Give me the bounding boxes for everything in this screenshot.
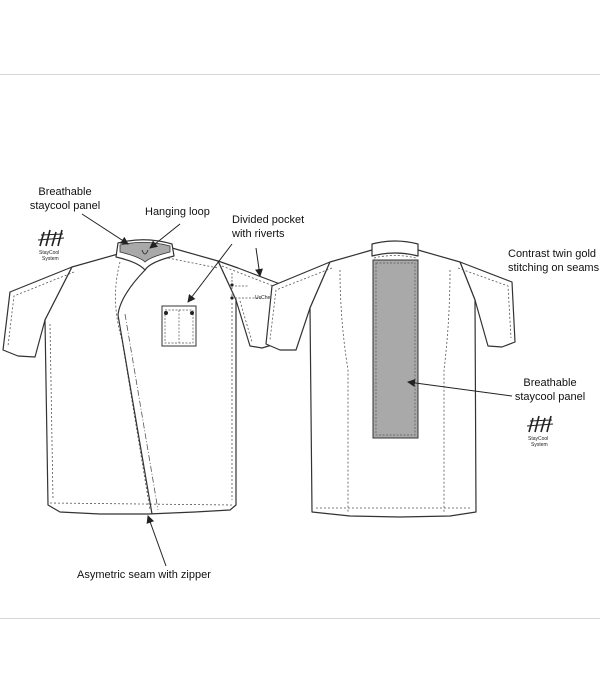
label-breathable-back: Breathable staycool panel [505, 376, 595, 404]
arrow-divided-pocket [187, 243, 233, 303]
label-contrast-line2: stitching on seams [508, 262, 600, 274]
label-asymetric-seam: Asymetric seam with zipper [77, 569, 211, 581]
logo-back-line1: StayCool [528, 436, 548, 442]
asymmetric-seam [117, 269, 153, 515]
arrow-asymetric-seam [146, 515, 167, 567]
sleeve-pocket: UcChef [230, 273, 272, 301]
logo-back-line2: System [531, 442, 548, 448]
logo-front-line2: System [42, 256, 59, 262]
bottom-divider [0, 618, 600, 619]
label-breathable-back-line1: Breathable [523, 377, 577, 389]
arrow-breathable-front [81, 213, 129, 245]
zipper-line [124, 313, 159, 511]
label-divided-pocket-line2: with riverts [232, 228, 285, 240]
chest-pocket [161, 305, 197, 347]
back-stitching [269, 255, 512, 512]
front-body [44, 247, 237, 515]
staycool-logo-back: StayCool System [526, 415, 554, 448]
back-staycool-panel [372, 259, 419, 439]
logo-front-line1: StayCool [39, 250, 59, 256]
label-contrast-stitching: Contrast twin gold stitching on seams [508, 247, 599, 275]
hanging-loop [141, 249, 149, 255]
top-divider [0, 74, 600, 75]
arrow-hanging-loop [149, 223, 181, 249]
label-contrast-line1: Contrast twin gold [508, 248, 597, 260]
arrow-sleeve-pocket [255, 247, 263, 277]
back-collar [371, 240, 419, 257]
label-hanging-loop: Hanging loop [145, 206, 210, 218]
front-stitching [7, 257, 277, 511]
label-divided-pocket: Divided pocket with riverts [232, 213, 304, 241]
label-divided-pocket-line1: Divided pocket [232, 214, 305, 226]
pocket-rivet-right [190, 311, 194, 315]
label-breathable-front: Breathable staycool panel [10, 185, 120, 213]
pocket-rivet-left [164, 311, 168, 315]
sleeve-mark: UcChef [255, 295, 272, 301]
label-breathable-front-line2: staycool panel [29, 200, 101, 212]
label-breathable-front-line1: Breathable [38, 186, 92, 198]
staycool-logo-front: StayCool System [37, 229, 65, 262]
label-breathable-back-line2: staycool panel [514, 391, 586, 403]
arrow-breathable-back [407, 378, 513, 397]
